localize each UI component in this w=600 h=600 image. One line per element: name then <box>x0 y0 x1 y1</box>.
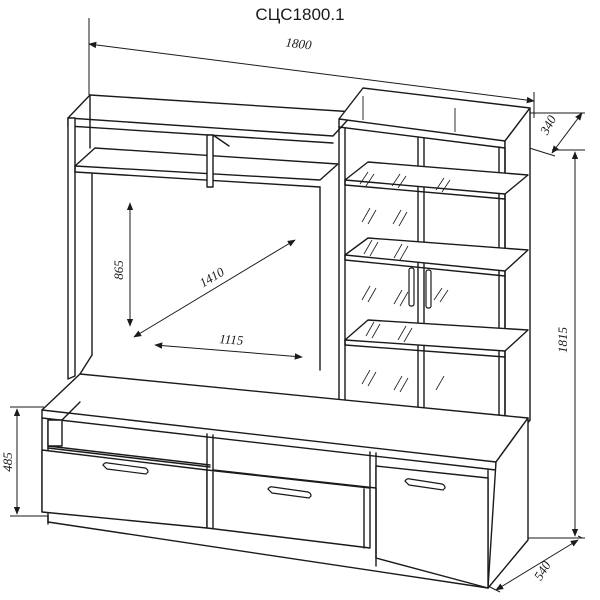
glass-reflections <box>359 171 451 393</box>
base-height-label: 485 <box>0 452 15 472</box>
depth-top-label: 340 <box>536 112 559 138</box>
glass-cabinet <box>338 87 531 451</box>
width-dimension: 1800 <box>88 18 535 118</box>
middle-drawer-handle <box>267 486 312 499</box>
overall-height-label: 1815 <box>555 327 570 354</box>
depth-bottom-label: 540 <box>531 558 554 583</box>
tv-stand <box>41 373 529 589</box>
tv-height-label: 865 <box>111 260 126 280</box>
left-drawer-handle <box>102 462 149 475</box>
right-door-handle <box>425 269 432 309</box>
left-door-handle <box>408 267 415 307</box>
height-dimension: 1815 <box>500 149 585 539</box>
right-door-handle-base <box>404 478 446 491</box>
tv-dimensions: 865 1410 1115 <box>111 202 303 360</box>
overall-width-label: 1800 <box>285 35 313 53</box>
top-shelf-unit <box>67 94 356 380</box>
tv-width-label: 1115 <box>219 331 245 348</box>
drawing-title: СЦС1800.1 <box>255 5 344 24</box>
tv-diagonal-label: 1410 <box>197 264 227 291</box>
base-height-dimension: 485 <box>0 406 48 517</box>
